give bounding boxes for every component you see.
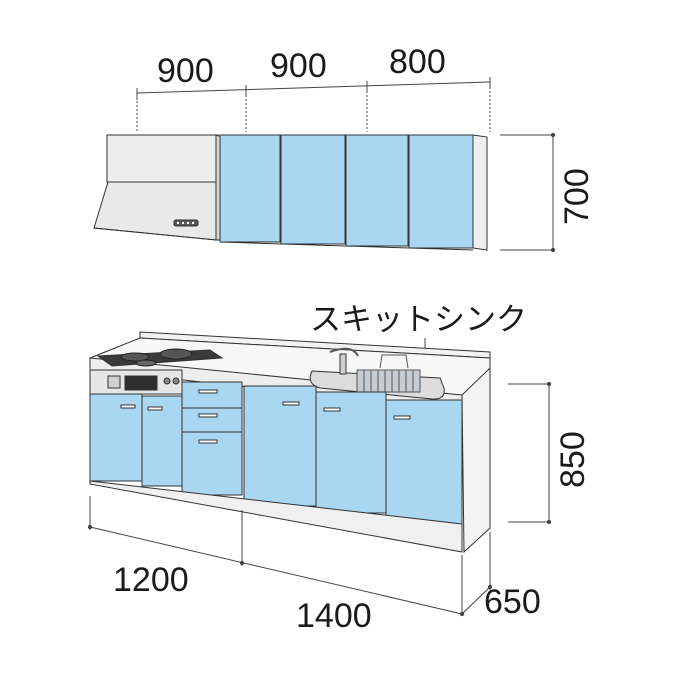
upper-width-label-2: 900 <box>270 47 327 85</box>
base-cabinet-door <box>315 391 387 514</box>
wall-cabinet-door <box>280 134 346 245</box>
range-hood-control-panel <box>173 219 199 227</box>
lower-width-left-label: 1200 <box>113 561 189 599</box>
lower-height-label: 850 <box>554 431 592 488</box>
lower-cabinets <box>89 331 491 554</box>
dish-rack <box>356 354 421 393</box>
lower-height-dimension <box>508 381 552 525</box>
upper-width-label-1: 900 <box>157 52 214 90</box>
base-cabinet-door <box>141 395 183 487</box>
lower-width-right-label: 1400 <box>296 597 372 635</box>
drawer <box>181 407 243 433</box>
plinth <box>89 480 463 553</box>
upper-height-dimension <box>500 132 556 253</box>
sink-name-label: スキットシンク <box>310 302 527 337</box>
lower-width-dimension <box>87 496 465 617</box>
range-hood-box <box>106 134 219 183</box>
upper-width-label-3: 800 <box>389 43 446 81</box>
faucet <box>329 347 359 375</box>
drawer <box>181 381 243 409</box>
base-cabinet-door <box>385 399 463 525</box>
upper-height-label: 700 <box>558 168 596 225</box>
base-cabinet-door <box>243 385 317 507</box>
upper-cabinets <box>93 134 488 251</box>
wall-cabinet-door <box>408 134 474 249</box>
wall-cabinet-door <box>345 134 409 247</box>
wall-cabinet-door <box>219 134 281 243</box>
grill-window <box>124 375 158 391</box>
wall-cabinet-side <box>472 134 488 251</box>
depth-dimension <box>461 532 493 615</box>
cabinet-side-panel <box>461 366 491 554</box>
depth-label: 650 <box>484 583 541 621</box>
upper-width-dimension <box>136 77 491 132</box>
range-hood <box>93 181 217 241</box>
